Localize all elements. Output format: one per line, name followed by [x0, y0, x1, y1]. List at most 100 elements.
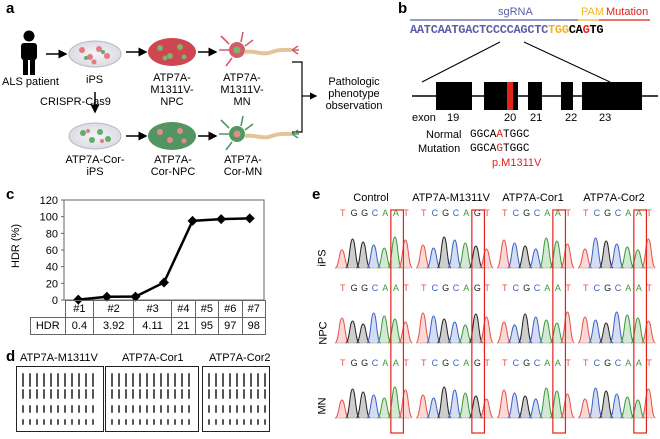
chromosome — [85, 419, 87, 425]
chromosome — [111, 373, 113, 387]
chromosome — [243, 405, 245, 413]
chromosome — [71, 373, 73, 387]
trace-peak — [549, 240, 565, 269]
base-call: A — [555, 208, 561, 218]
trace-peak — [415, 312, 431, 344]
base-call: A — [544, 283, 550, 293]
chromosome — [92, 405, 94, 413]
chromosome — [160, 373, 162, 387]
trace-peak — [507, 242, 523, 269]
base-call: C — [534, 358, 541, 368]
val-2: 3.92 — [93, 317, 134, 335]
patient-label: ALS patient — [2, 76, 59, 88]
cat-2: #2 — [93, 300, 134, 318]
trace-peak — [538, 319, 554, 344]
base-call: G — [604, 358, 611, 368]
chromosome — [174, 405, 176, 413]
base-call: G — [361, 358, 368, 368]
trace-peak — [528, 316, 544, 344]
mn-mut-label: ATP7A-M1311V-MN — [220, 72, 264, 108]
chromosome — [257, 389, 259, 399]
npc-cells-cor — [148, 122, 196, 150]
chromosome — [167, 373, 169, 387]
base-call: G — [474, 358, 481, 368]
chromosome — [215, 373, 217, 387]
exon-19 — [436, 82, 472, 110]
chromosome — [153, 389, 155, 399]
base-call: G — [351, 208, 358, 218]
chromosome — [208, 373, 210, 387]
val-6: 97 — [218, 317, 243, 335]
base-call: C — [372, 208, 379, 218]
chromosome — [118, 373, 120, 387]
chromosome — [85, 405, 87, 413]
chromosome — [160, 419, 162, 425]
chromosome — [22, 389, 24, 399]
exon-21 — [528, 82, 542, 110]
base-call: T — [403, 358, 409, 368]
base-call: A — [393, 208, 399, 218]
hdr-table: #1 #2 #3 #4 #5 #6 #7 HDR 0.4 3.92 4.11 2… — [30, 300, 267, 335]
chromosome — [236, 419, 238, 425]
chromosome — [264, 405, 266, 413]
chromosome — [181, 373, 183, 387]
cat-6: #6 — [218, 300, 243, 318]
y-tick-label: 60 — [46, 245, 58, 257]
chromosome — [250, 419, 252, 425]
table-row-values: HDR 0.4 3.92 4.11 21 95 97 98 — [30, 317, 267, 335]
chromosome — [257, 405, 259, 413]
trace-peak — [387, 236, 403, 269]
chromosome — [132, 405, 134, 413]
trace-peak — [436, 318, 452, 344]
val-3: 4.11 — [132, 317, 173, 335]
trace-peak — [415, 244, 431, 269]
cat-4: #4 — [171, 300, 196, 318]
base-call: T — [583, 208, 589, 218]
base-call: T — [502, 208, 508, 218]
trace-peak — [345, 238, 361, 269]
sgrna-label: sgRNA — [498, 6, 533, 18]
cat-1: #1 — [64, 300, 95, 318]
chromosome — [174, 419, 176, 425]
chromosome — [250, 373, 252, 387]
chromosome — [118, 405, 120, 413]
trace-peak — [457, 392, 473, 419]
chromosome — [188, 405, 190, 413]
person-icon — [21, 30, 37, 75]
val-5: 95 — [194, 317, 220, 335]
exon-num-22: 22 — [565, 112, 578, 124]
trace-peak — [549, 390, 565, 419]
base-call: C — [432, 358, 439, 368]
base-call: A — [625, 283, 631, 293]
trace-peak — [588, 387, 604, 419]
chromosome — [92, 373, 94, 387]
chromosome — [22, 419, 24, 425]
chromosome — [229, 373, 231, 387]
panel-a-label: a — [6, 0, 15, 17]
base-call: A — [636, 283, 642, 293]
chromosome — [71, 419, 73, 425]
base-call: G — [442, 358, 449, 368]
trace-peak — [598, 240, 614, 269]
base-call: C — [372, 358, 379, 368]
trace-peak — [426, 315, 442, 344]
base-call: C — [372, 283, 379, 293]
trace-peak — [458, 324, 473, 344]
base-call: C — [534, 208, 541, 218]
base-call: G — [361, 208, 368, 218]
ips-label: iPS — [86, 74, 104, 86]
base-call: A — [382, 283, 388, 293]
mutation-highlight-box — [390, 209, 405, 434]
row-label-ips: iPS — [316, 249, 329, 267]
mutation-row-label: Mutation — [418, 143, 461, 155]
chromosome — [229, 419, 231, 425]
trace-peak — [426, 247, 441, 269]
gene-structure — [412, 41, 658, 110]
trace-peak — [507, 324, 522, 344]
seq-pam: TGG — [548, 23, 569, 37]
chromosome — [208, 419, 210, 425]
mn-neuron-mut — [219, 31, 299, 67]
trace-peak — [549, 322, 565, 344]
trace-peak — [496, 239, 512, 269]
base-call: T — [646, 208, 652, 218]
